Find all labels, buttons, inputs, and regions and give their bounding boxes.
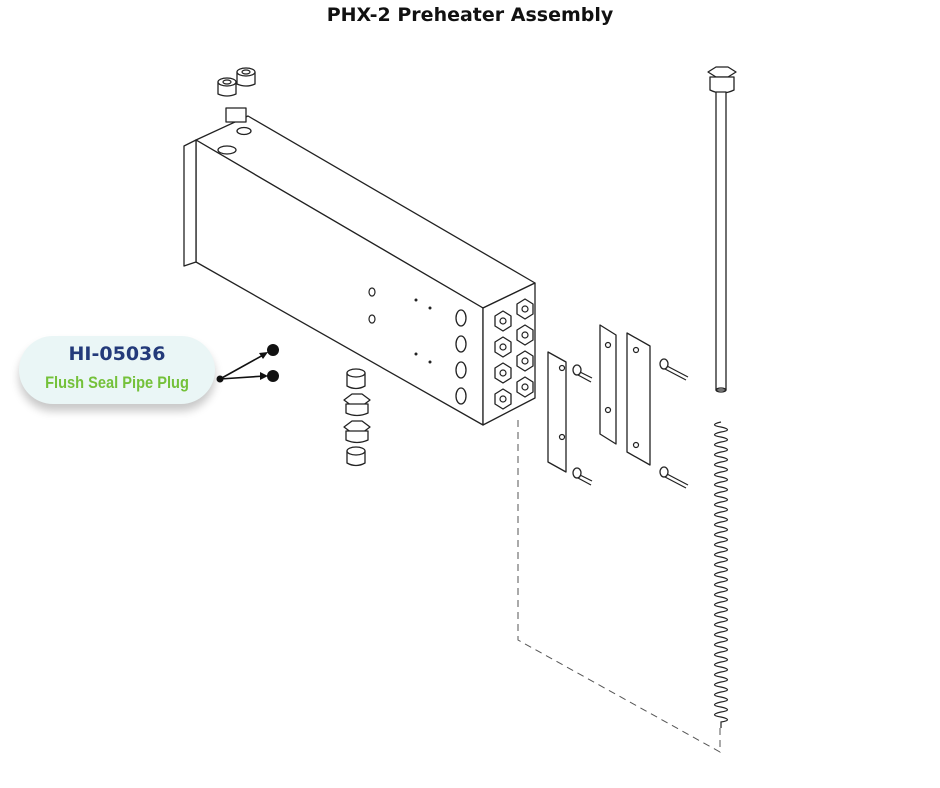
assembly-guide-line bbox=[517, 420, 721, 753]
heater-rod bbox=[707, 66, 737, 393]
top-fitting-right bbox=[236, 67, 256, 87]
fitting-2 bbox=[343, 393, 371, 417]
fitting-4 bbox=[346, 446, 366, 467]
callout-arrows bbox=[216, 352, 268, 383]
mounting-brackets bbox=[547, 324, 651, 473]
top-fittings bbox=[217, 67, 256, 97]
preheater-body bbox=[183, 107, 536, 426]
part-callout: HI-05036 Flush Seal Pipe Plug bbox=[19, 336, 215, 404]
diagram-title: PHX-2 Preheater Assembly bbox=[326, 4, 614, 26]
mounting-screws bbox=[572, 358, 689, 489]
part-description: Flush Seal Pipe Plug bbox=[45, 373, 189, 392]
flush-seal-pipe-plugs bbox=[267, 344, 279, 382]
part-number: HI-05036 bbox=[68, 343, 166, 365]
end-face-hex-fittings bbox=[494, 298, 534, 410]
coil-spring bbox=[713, 421, 729, 728]
top-fitting-left bbox=[217, 77, 237, 97]
loose-fittings bbox=[343, 368, 371, 467]
fitting-3 bbox=[343, 420, 371, 444]
fitting-1 bbox=[346, 368, 366, 390]
